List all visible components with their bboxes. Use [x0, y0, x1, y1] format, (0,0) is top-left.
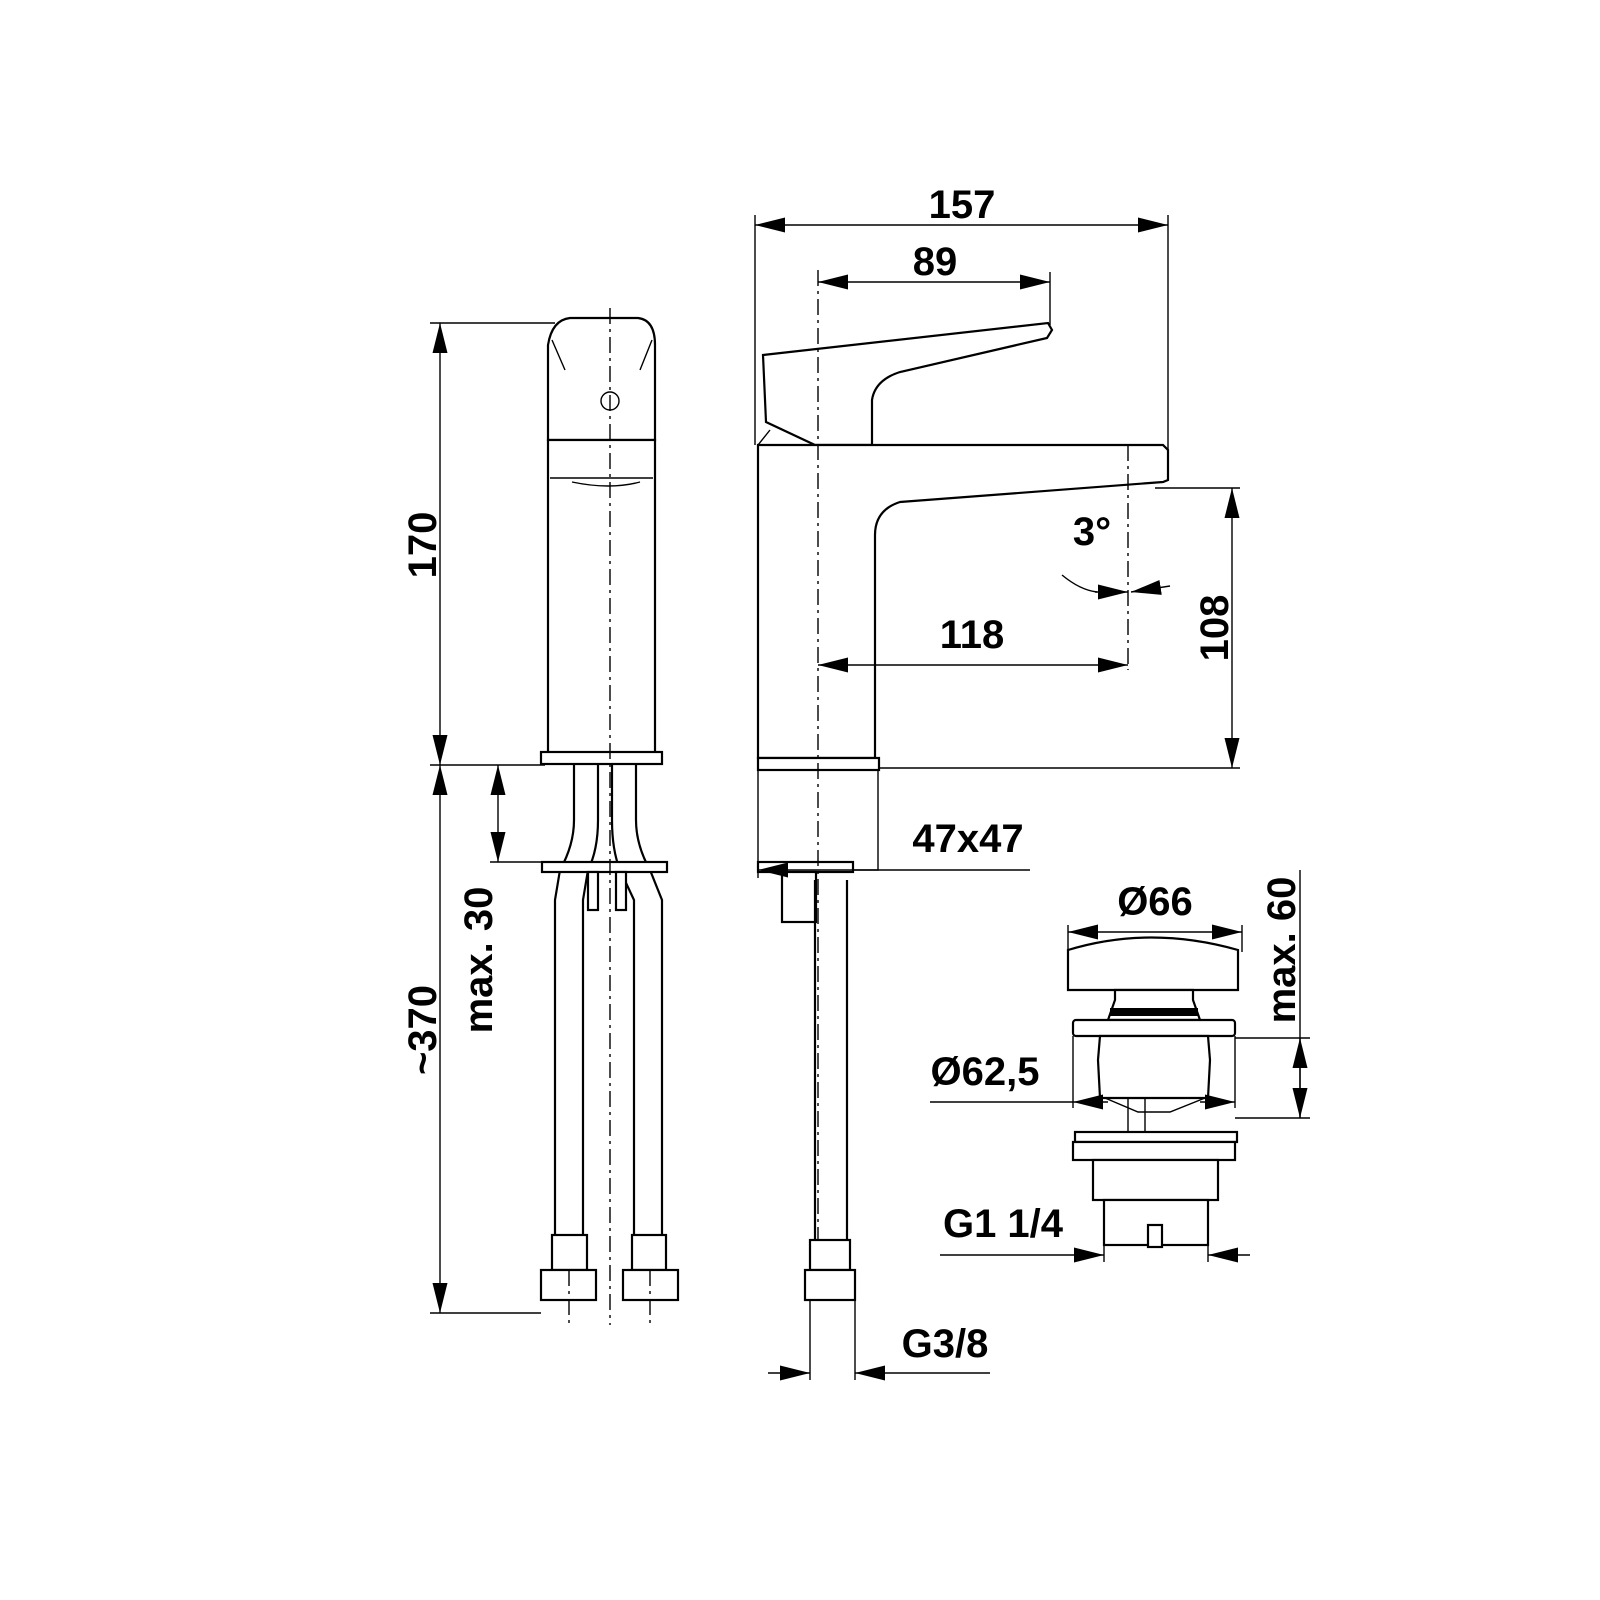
dim-total-length: 157 — [929, 183, 996, 227]
side-view: 157 89 118 108 3° 47x47 G3/8 — [754, 183, 1240, 1381]
dim-handle-length: 89 — [913, 240, 958, 284]
dim-drain-thread: G1 1/4 — [943, 1202, 1064, 1246]
drain-body — [1071, 1140, 1237, 1162]
dim-spout-height: 108 — [1193, 595, 1237, 662]
side-hose-nut — [803, 1268, 857, 1302]
dim-cap-diameter: Ø66 — [1117, 880, 1193, 924]
dim-spout-angle: 3° — [1073, 510, 1111, 554]
dim-spout-reach: 118 — [940, 613, 1005, 657]
drain-cap — [1066, 936, 1240, 992]
dim-connection-thread: G3/8 — [902, 1322, 989, 1366]
front-base-plate — [539, 750, 664, 766]
dim-flange-diameter: Ø62,5 — [931, 1050, 1040, 1094]
front-handle — [546, 316, 657, 442]
mounting-washer — [540, 860, 669, 874]
dim-height-170: 170 — [401, 512, 445, 579]
hose-left — [553, 764, 600, 1290]
dim-base-size: 47x47 — [912, 817, 1023, 861]
side-hose — [813, 880, 849, 1240]
side-handle — [761, 321, 1054, 447]
side-body-spout — [756, 443, 1170, 760]
dim-hose-length: ~370 — [401, 985, 445, 1075]
dim-max-30: max. 30 — [457, 887, 501, 1034]
hose-right — [610, 764, 664, 1290]
front-view: 170 ~370 max. 30 — [401, 308, 680, 1325]
drain-valve: Ø66 Ø62,5 max. 60 G1 1/4 — [930, 870, 1310, 1263]
front-body — [546, 438, 657, 760]
dim-max-60: max. 60 — [1260, 877, 1304, 1024]
drain-flange — [1071, 1018, 1237, 1038]
